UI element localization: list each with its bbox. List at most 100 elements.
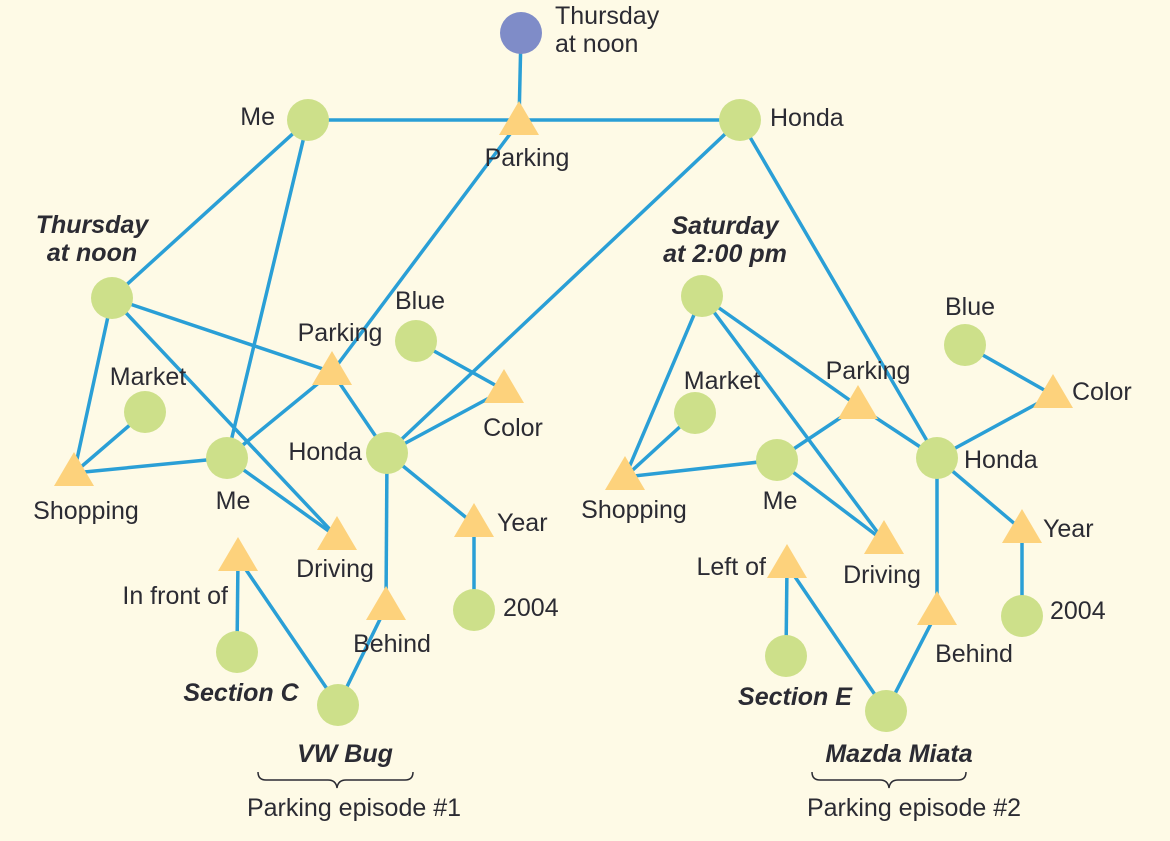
edge-honda1-behind1 [384, 452, 389, 608]
node-label-market2: Market [684, 367, 760, 395]
relation-triangle-icon [838, 385, 878, 419]
relation-triangle-icon [54, 452, 94, 486]
episode-2-label: Parking episode #2 [807, 794, 1021, 822]
node-label-park1: Parking [298, 319, 383, 347]
relation-triangle-icon [218, 537, 258, 571]
relation-triangle-icon [366, 586, 406, 620]
nodes-layer [54, 12, 1073, 732]
edge-front1-vw [236, 557, 340, 706]
node-label-blue2: Blue [945, 293, 995, 321]
edge-thu-drive1 [110, 296, 339, 539]
edge-meTop-thu [110, 118, 310, 300]
relation-triangle-icon [917, 591, 957, 625]
edge-meTop-me1 [225, 119, 310, 459]
concept-circle-icon [287, 99, 329, 141]
episode-1-bracket: Parking episode #1 [247, 771, 461, 822]
node-label-secC: Section C [183, 679, 299, 707]
edge-sat-park2 [700, 294, 860, 408]
node-label-y2004a: 2004 [503, 594, 559, 622]
edge-left2-miata [785, 564, 888, 712]
concept-circle-icon [395, 320, 437, 362]
node-label-left2: Left of [697, 553, 767, 581]
node-label-market1: Market [110, 363, 186, 391]
node-label-behind1: Behind [353, 630, 431, 658]
concept-circle-icon [916, 437, 958, 479]
node-label-drive2: Driving [843, 561, 921, 589]
relation-triangle-icon [312, 351, 352, 385]
node-label-drive1: Driving [296, 555, 374, 583]
relation-triangle-icon [484, 369, 524, 403]
edge-parkTop-park1 [330, 120, 521, 374]
node-label-sat: at 2:00 pm [663, 240, 787, 268]
node-label-year1: Year [497, 509, 548, 537]
edge-me1-drive1 [225, 456, 339, 539]
node-label-hondaTop: Honda [770, 104, 844, 132]
edge-park1-me1 [225, 370, 334, 460]
edge-thu-park1 [111, 296, 333, 374]
edge-shop1-me1 [73, 456, 228, 475]
edge-thu-shop1 [72, 297, 114, 474]
concept-circle-icon [317, 684, 359, 726]
concept-circle-icon [1001, 595, 1043, 637]
node-label-me1: Me [216, 487, 251, 515]
concept-circle-icon [216, 631, 258, 673]
concept-circle-icon [944, 324, 986, 366]
concept-circle-icon [453, 589, 495, 631]
root-node-circle-icon [500, 12, 542, 54]
edge-me2-drive2 [775, 458, 886, 543]
node-label-t0: Thursday [555, 2, 660, 30]
node-label-honda1: Honda [288, 438, 362, 466]
edge-hondaTop-honda1 [385, 118, 742, 455]
node-label-secE: Section E [738, 683, 853, 711]
node-label-thu: at noon [47, 239, 137, 267]
node-label-honda2: Honda [964, 446, 1038, 474]
node-label-behind2: Behind [935, 640, 1013, 668]
concept-circle-icon [366, 432, 408, 474]
concept-circle-icon [681, 275, 723, 317]
concept-circle-icon [674, 392, 716, 434]
episode-1-label: Parking episode #1 [247, 794, 461, 822]
node-label-park2: Parking [826, 357, 911, 385]
node-label-parkTop: Parking [485, 144, 570, 172]
node-label-thu: Thursday [36, 211, 150, 239]
concept-circle-icon [865, 690, 907, 732]
relation-triangle-icon [767, 544, 807, 578]
node-label-sat: Saturday [672, 212, 780, 240]
edge-shop2-me2 [624, 458, 778, 479]
node-label-vw: VW Bug [297, 740, 393, 768]
episode-2-bracket: Parking episode #2 [807, 771, 1021, 822]
edge-sat-shop2 [623, 295, 704, 478]
node-label-me2: Me [763, 487, 798, 515]
concept-circle-icon [765, 635, 807, 677]
node-label-year2: Year [1043, 515, 1094, 543]
relation-triangle-icon [1002, 509, 1042, 543]
relation-triangle-icon [317, 516, 357, 550]
brace-icon [811, 771, 967, 789]
node-label-shop2: Shopping [581, 496, 687, 524]
node-label-color1: Color [483, 414, 543, 442]
relation-triangle-icon [864, 520, 904, 554]
edge-sat-drive2 [700, 294, 886, 543]
node-label-front1: In front of [122, 582, 228, 610]
brace-icon [257, 771, 414, 789]
node-label-shop1: Shopping [33, 497, 139, 525]
concept-circle-icon [206, 437, 248, 479]
relation-triangle-icon [454, 503, 494, 537]
node-label-color2: Color [1072, 378, 1132, 406]
relation-triangle-icon [605, 456, 645, 490]
relation-triangle-icon [499, 101, 539, 135]
node-label-t0: at noon [555, 30, 638, 58]
edge-color2-honda2 [936, 393, 1054, 460]
edge-color1-honda1 [386, 388, 505, 455]
node-label-miata: Mazda Miata [825, 740, 972, 768]
node-label-blue1: Blue [395, 287, 445, 315]
concept-circle-icon [719, 99, 761, 141]
node-label-meTop: Me [240, 103, 275, 131]
concept-circle-icon [124, 391, 166, 433]
edge-hondaTop-honda2 [738, 119, 939, 459]
node-label-y2004b: 2004 [1050, 597, 1106, 625]
concept-circle-icon [91, 277, 133, 319]
